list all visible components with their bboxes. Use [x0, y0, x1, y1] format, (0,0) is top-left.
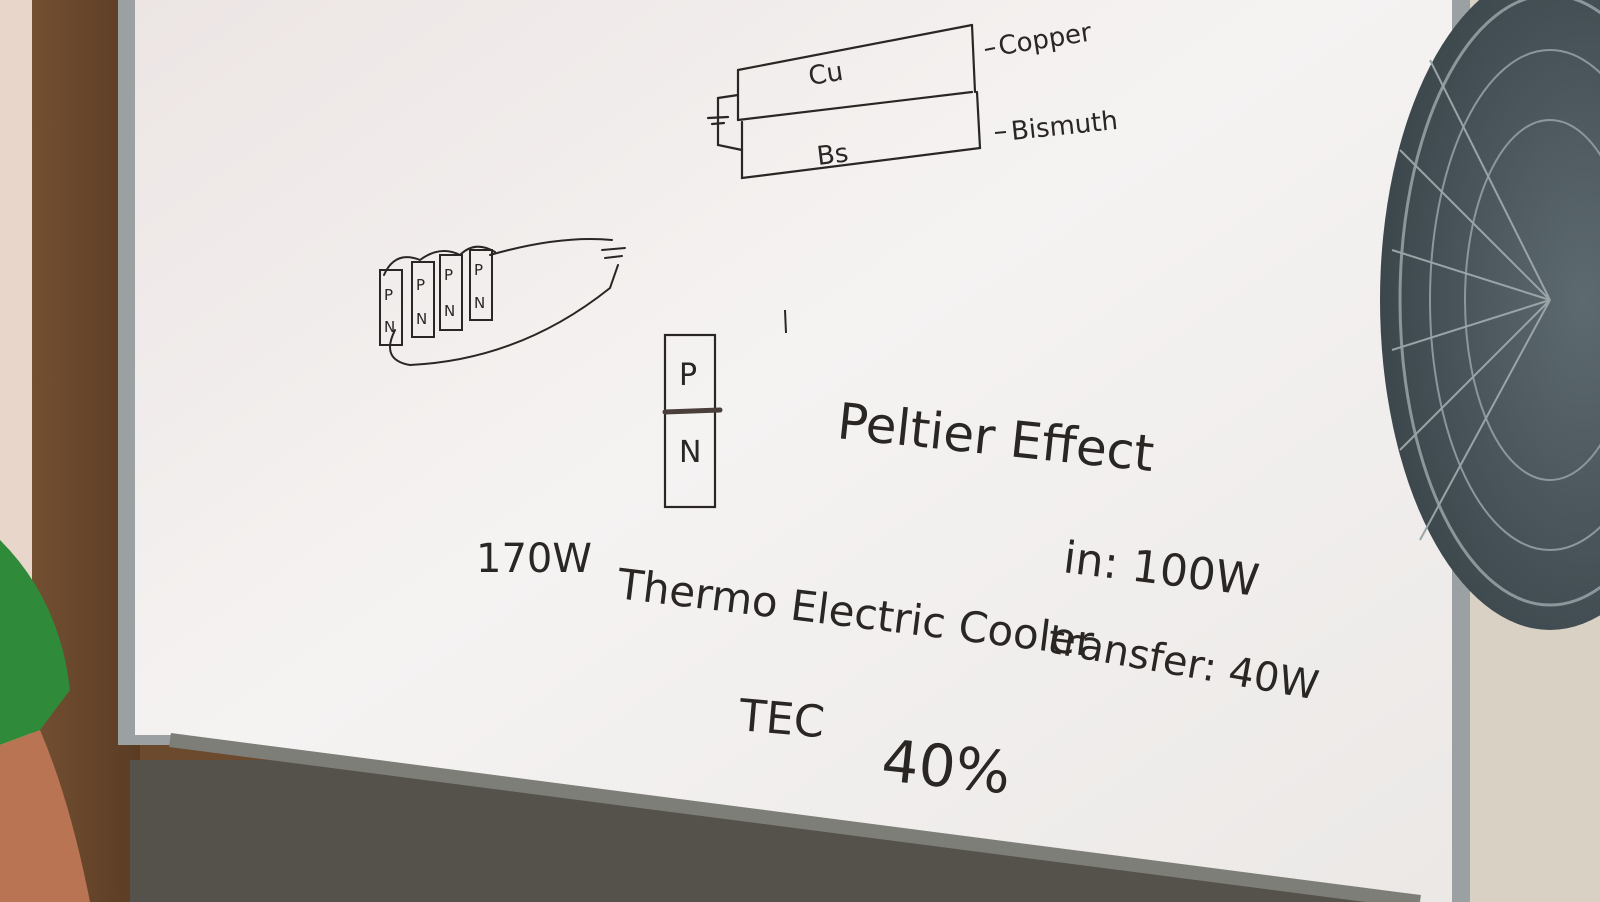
cell-4-top: P	[474, 261, 483, 279]
cell-2-bottom: N	[416, 310, 427, 328]
label-bs: Bs	[815, 138, 850, 172]
tec-module-diagram	[379, 238, 626, 367]
junction-p: P	[679, 358, 697, 393]
power-170w: 170W	[476, 536, 592, 582]
abbreviation-tec: TEC	[736, 690, 827, 748]
copper-pointer	[984, 47, 996, 51]
cell-3-bottom: N	[444, 302, 455, 320]
label-cu: Cu	[806, 57, 845, 92]
cell-1-top: P	[384, 286, 393, 304]
person-arm	[0, 730, 90, 902]
whiteboard-surface	[135, 0, 1452, 902]
person-shirt	[0, 540, 70, 745]
bismuth-pointer	[994, 131, 1007, 134]
cell-3-top: P	[444, 266, 453, 284]
cell-4-bottom: N	[474, 294, 485, 312]
pn-junction-diagram	[662, 333, 723, 509]
efficiency-40: 40%	[879, 726, 1014, 807]
marker-tray	[169, 733, 1421, 902]
cell-1-bottom: N	[384, 318, 395, 336]
junction-n: N	[679, 435, 701, 470]
fan-icon	[1380, 0, 1600, 630]
stray-mark	[784, 309, 787, 334]
cell-2-top: P	[416, 276, 425, 294]
bimetal-diagram	[706, 23, 982, 180]
